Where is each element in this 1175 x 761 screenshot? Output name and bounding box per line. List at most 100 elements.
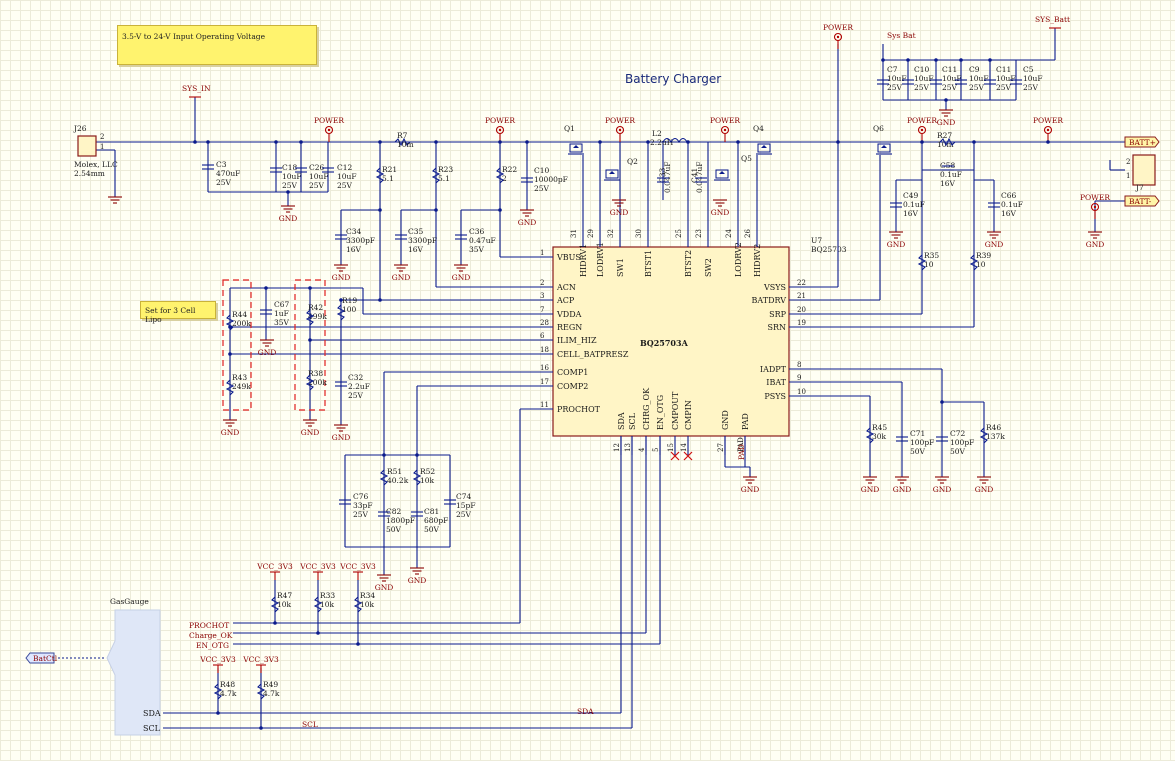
chip-body-bq25703a[interactable] [552, 246, 790, 437]
net-en-otg: EN_OTG [196, 641, 229, 650]
pin-btst2: BTST2 [684, 250, 693, 277]
ref-r46: R46 [986, 423, 1001, 432]
power-symbol: POWER [605, 116, 635, 142]
connector-j7[interactable] [1132, 154, 1156, 186]
gnd-label: GND [975, 485, 994, 494]
value-c35: 3300pF [408, 236, 437, 245]
voltage-c58: 16V [940, 179, 956, 188]
ref-c11: C11 [996, 65, 1011, 74]
junction-dot [944, 98, 948, 102]
ref-c26: C26 [309, 163, 325, 172]
gnd-symbol: GND [279, 205, 297, 223]
value-c76: 33pF [353, 501, 373, 510]
voltage-c10: 25V [534, 184, 550, 193]
component-l2[interactable]: L22.2uH [650, 129, 674, 147]
batt-plus-label: BATT+ [1129, 138, 1156, 147]
gnd-symbol: GND [301, 419, 319, 437]
pin-num-cell_batpresz: 18 [540, 346, 549, 354]
component-q6[interactable]: Q6 [873, 124, 884, 133]
gnd-symbol [108, 196, 122, 204]
batt-minus-port[interactable] [1124, 195, 1160, 207]
ref-r52: R52 [420, 467, 435, 476]
component-q5[interactable]: Q5 [741, 154, 752, 163]
gasgauge-harness[interactable] [106, 609, 161, 736]
voltage-c36: 35V [469, 245, 485, 254]
connector-j26[interactable] [77, 135, 97, 157]
batctl-port[interactable] [25, 652, 55, 664]
ref-r51: R51 [387, 467, 402, 476]
voltage-c7: 25V [887, 83, 903, 92]
value-c32: 2.2uF [348, 382, 370, 391]
ref-r43: R43 [232, 373, 247, 382]
component-q1[interactable]: Q1 [564, 124, 575, 133]
gnd-symbol: GND [332, 424, 350, 442]
j26-pin-2: 2 [100, 133, 104, 141]
gnd-label: GND [861, 485, 880, 494]
junction-dot [906, 58, 910, 62]
junction-dot [940, 400, 944, 404]
gnd-symbol: GND [937, 109, 955, 127]
junction-dot [316, 631, 320, 635]
pin-num-chrg_ok: 4 [638, 447, 646, 452]
component-q2[interactable]: Q2 [627, 157, 638, 166]
pin-num-hidrv1: 31 [570, 229, 578, 238]
component-q4[interactable]: Q4 [753, 124, 764, 133]
gnd-label: GND [452, 273, 471, 282]
pin-num-srn: 19 [797, 319, 806, 327]
gnd-symbol: GND [610, 199, 628, 217]
value-r22: 2 [502, 174, 507, 183]
batt-plus-port[interactable] [1124, 136, 1160, 148]
power-label: POWER [605, 116, 635, 125]
value-c9: 10uF [969, 74, 989, 83]
